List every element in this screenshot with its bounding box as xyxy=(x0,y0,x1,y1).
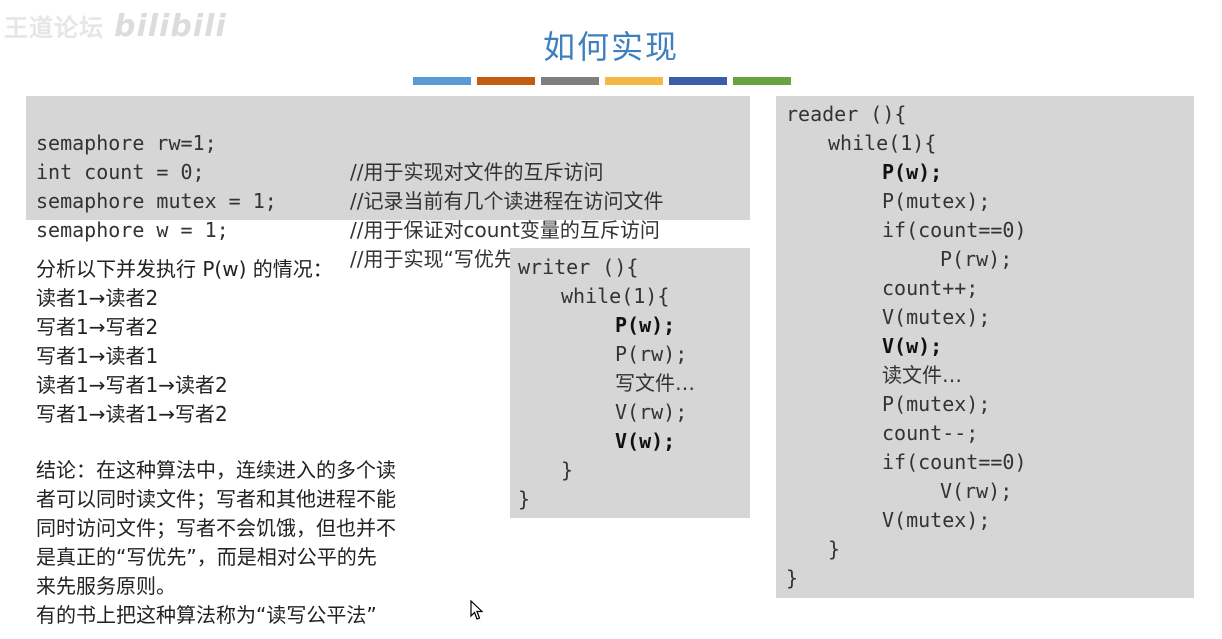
title-color-bar xyxy=(733,77,791,85)
code-line: 读文件… xyxy=(882,363,962,387)
analysis-heading: 分析以下并发执行 P(w) 的情况： xyxy=(36,257,333,281)
declaration-comment: //用于实现对文件的互斥访问 xyxy=(350,160,604,184)
code-line: if(count==0) xyxy=(882,218,1027,242)
analysis-case: 写者1→读者1 xyxy=(36,344,159,368)
code-line: } xyxy=(518,487,531,511)
conclusion-line: 是真正的“写优先”，而是相对公平的先 xyxy=(36,545,377,569)
declaration-comment: //用于保证对count变量的互斥访问 xyxy=(350,218,660,242)
code-line: count++; xyxy=(882,276,979,300)
title-color-bar xyxy=(477,77,535,85)
code-line: } xyxy=(786,566,799,590)
code-line: writer (){ xyxy=(518,255,639,279)
writer-code-box: writer (){ while(1){ P(w); P(rw); 写文件… V(rw);… xyxy=(510,248,750,518)
watermark: 王道论坛 bilibili xyxy=(4,8,227,44)
code-line: P(mutex); xyxy=(882,392,991,416)
declaration-code: semaphore w = 1; xyxy=(36,218,229,242)
declaration-comment: //用于实现“写优先” xyxy=(350,247,525,271)
conclusion-line: 来先服务原则。 xyxy=(36,574,176,598)
declaration-line: semaphore rw=1; //用于实现对文件的互斥访问 xyxy=(36,100,603,216)
declaration-code: int count = 0; xyxy=(36,160,205,184)
code-line: reader (){ xyxy=(786,102,907,126)
code-line: while(1){ xyxy=(561,284,670,308)
title-color-bar xyxy=(541,77,599,85)
declaration-line: semaphore mutex = 1; //用于保证对count变量的互斥访问 xyxy=(36,158,660,274)
title-color-bar xyxy=(669,77,727,85)
code-line: } xyxy=(828,537,841,561)
code-line: P(w); xyxy=(615,313,676,337)
declaration-comment: //记录当前有几个读进程在访问文件 xyxy=(350,189,664,213)
code-line: V(rw); xyxy=(940,479,1013,503)
declaration-line: semaphore w = 1; //用于实现“写优先” xyxy=(36,187,524,303)
conclusion-line: 同时访问文件；写者不会饥饿，但也并不 xyxy=(36,516,396,540)
code-line: P(rw); xyxy=(615,342,688,366)
conclusion-line: 结论：在这种算法中，连续进入的多个读 xyxy=(36,458,396,482)
code-line: V(w); xyxy=(615,429,676,453)
reader-code-box: reader (){ while(1){ P(w); P(mutex); if(coun… xyxy=(776,96,1194,598)
code-line: V(w); xyxy=(882,334,943,358)
analysis-case: 写者1→读者1→写者2 xyxy=(36,402,228,426)
title-color-bar xyxy=(605,77,663,85)
code-line: P(w); xyxy=(882,160,943,184)
conclusion-line: 有的书上把这种算法称为“读写公平法” xyxy=(36,603,377,627)
declaration-code: semaphore mutex = 1; xyxy=(36,189,277,213)
code-line: } xyxy=(561,458,574,482)
code-line: P(rw); xyxy=(940,247,1013,271)
analysis-case: 读者1→写者1→读者2 xyxy=(36,373,228,397)
code-line: if(count==0) xyxy=(882,450,1027,474)
declarations-box: semaphore rw=1; //用于实现对文件的互斥访问 int count… xyxy=(26,96,750,271)
declaration-code: semaphore rw=1; xyxy=(36,131,217,155)
code-line: while(1){ xyxy=(828,131,937,155)
analysis-case: 读者1→读者2 xyxy=(36,286,159,310)
code-line: V(mutex); xyxy=(882,508,991,532)
bilibili-logo: bilibili xyxy=(114,9,227,44)
code-line: P(mutex); xyxy=(882,189,991,213)
analysis-section: 分析以下并发执行 P(w) 的情况： 读者1→读者2 写者1→写者2 写者1→读… xyxy=(36,255,333,429)
declaration-line: int count = 0; //记录当前有几个读进程在访问文件 xyxy=(36,129,663,245)
conclusion-line: 者可以同时读文件；写者和其他进程不能 xyxy=(36,487,396,511)
slide-title: 如何实现 xyxy=(542,28,679,66)
code-line: V(rw); xyxy=(615,400,688,424)
title-color-bar xyxy=(413,77,471,85)
code-line: count--; xyxy=(882,421,979,445)
analysis-case: 写者1→写者2 xyxy=(36,315,159,339)
watermark-text: 王道论坛 xyxy=(4,14,104,42)
mouse-pointer-icon xyxy=(470,600,484,620)
code-line: V(mutex); xyxy=(882,305,991,329)
code-line: 写文件… xyxy=(615,371,695,395)
conclusion-section: 结论：在这种算法中，连续进入的多个读 者可以同时读文件；写者和其他进程不能 同时… xyxy=(36,456,476,630)
